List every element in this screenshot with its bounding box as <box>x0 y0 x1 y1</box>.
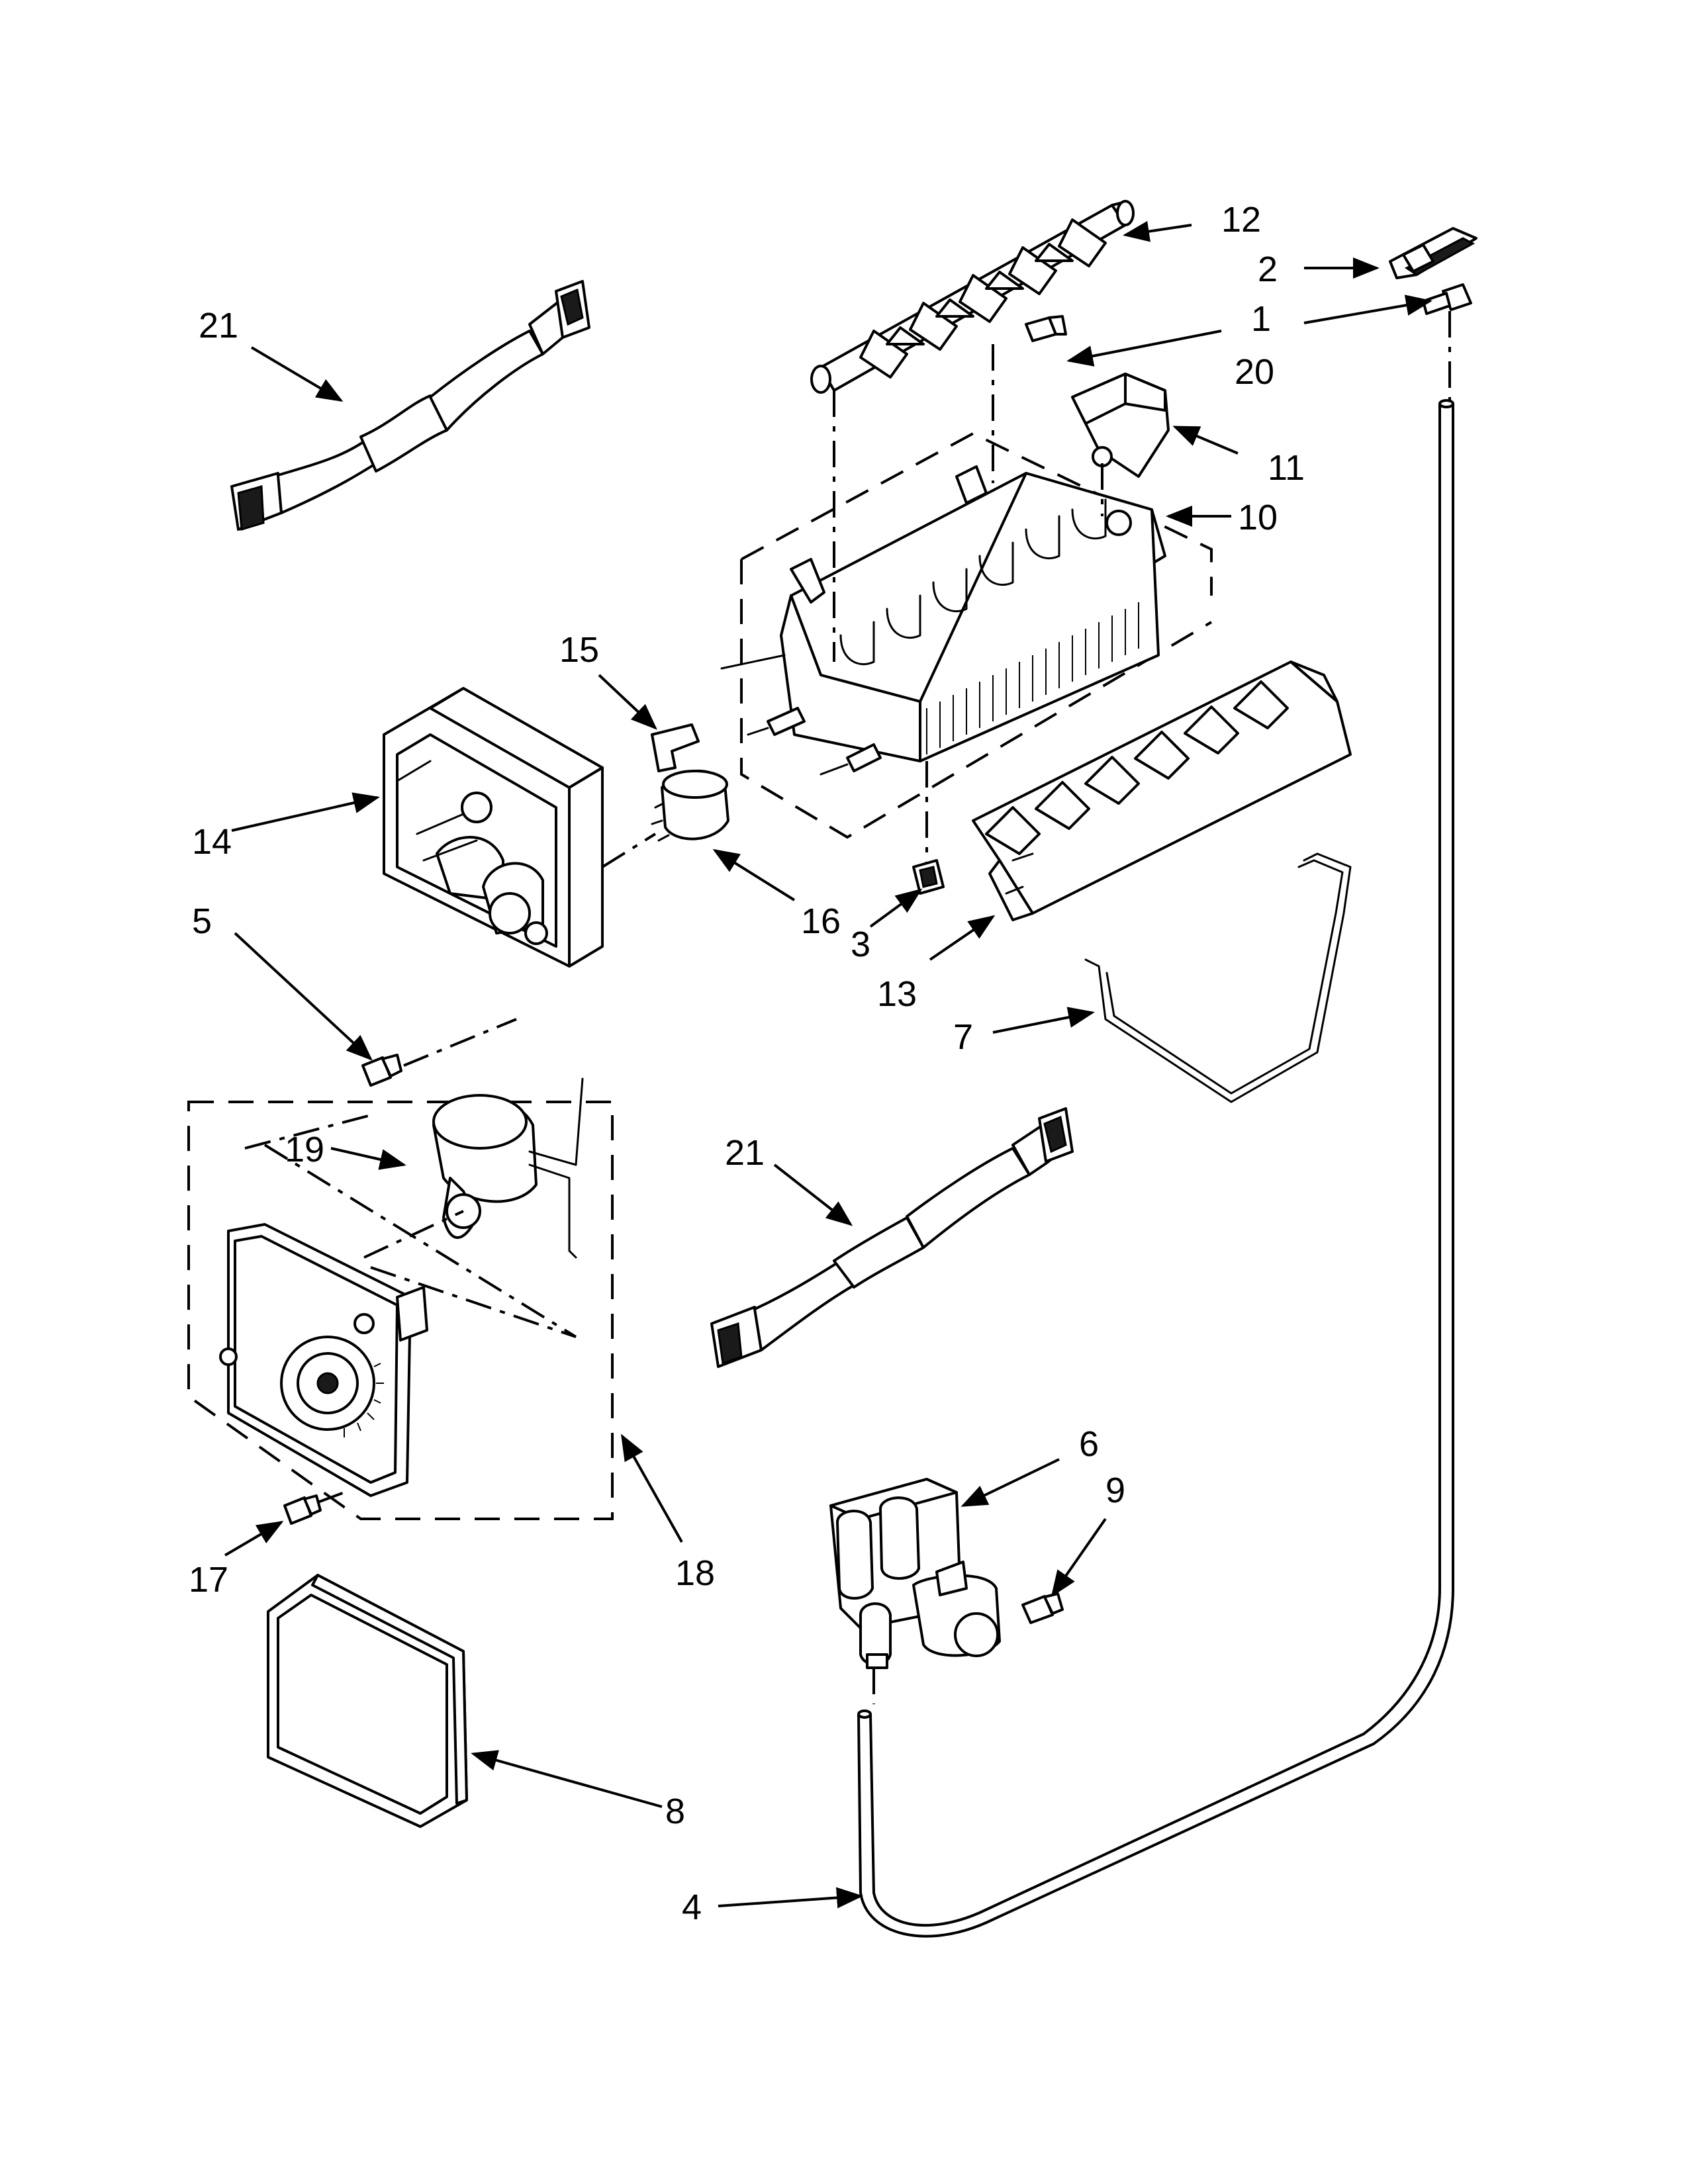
callout-3: 3 <box>851 925 870 964</box>
callout-9: 9 <box>1105 1471 1125 1510</box>
callout-5: 5 <box>192 901 212 941</box>
fill-cup-part-11 <box>1071 373 1170 478</box>
callout-8: 8 <box>665 1792 685 1831</box>
callout-4: 4 <box>682 1888 702 1927</box>
callout-21-upper: 21 <box>199 306 238 345</box>
screw-part-1 <box>1025 315 1067 342</box>
callout-14: 14 <box>192 822 232 862</box>
screw-part-17 <box>283 1494 322 1525</box>
callout-17: 17 <box>189 1560 228 1600</box>
callout-16: 16 <box>801 901 841 941</box>
callout-7: 7 <box>953 1017 973 1057</box>
mold-cavities <box>839 498 1107 666</box>
ejector-part-12 <box>810 200 1135 394</box>
clip-part-15 <box>651 723 700 772</box>
callout-10: 10 <box>1238 498 1278 537</box>
mold-fins <box>926 602 1139 754</box>
callout-13: 13 <box>877 974 917 1014</box>
cover-part-8 <box>267 1574 468 1828</box>
assembly-line <box>370 1266 577 1338</box>
assembly-line <box>403 1018 517 1067</box>
screw-part-5 <box>361 1054 402 1087</box>
assembly-line <box>363 1210 464 1259</box>
thermostat-part-16 <box>651 770 729 842</box>
callout-1: 1 <box>1251 299 1271 339</box>
callout-12: 12 <box>1221 200 1261 240</box>
clip-part-3 <box>912 859 945 895</box>
callout-11: 11 <box>1268 448 1305 488</box>
assembly-line <box>317 1491 345 1504</box>
callout-6: 6 <box>1079 1424 1099 1464</box>
assembly-line <box>263 1144 577 1338</box>
water-valve-part-6 <box>829 1478 1001 1669</box>
wire-harness-part-21-lower <box>710 1107 1074 1368</box>
assembly-line <box>601 833 657 868</box>
motor-part-19 <box>432 1077 584 1259</box>
shutoff-arm-part-7 <box>1084 852 1352 1103</box>
callout-15: 15 <box>559 630 599 670</box>
stripper-part-13 <box>972 660 1352 921</box>
callout-2: 2 <box>1258 250 1278 289</box>
bracket-part-2 <box>1389 227 1477 279</box>
screw-part-9 <box>1021 1592 1064 1624</box>
callout-labels: 12 2 1 20 11 10 21 15 14 16 3 13 5 7 19 … <box>189 200 1305 1927</box>
wire-harness-part-21-upper <box>230 280 590 531</box>
assembly-line <box>244 1114 371 1150</box>
callout-18: 18 <box>675 1553 715 1593</box>
ice-mold-part-10 <box>720 432 1213 839</box>
control-housing-part-14 <box>383 687 604 968</box>
screw-part-20 <box>1422 283 1472 315</box>
callout-19: 19 <box>285 1130 324 1169</box>
water-tube-part-4 <box>857 399 1454 1938</box>
leader-lines <box>224 220 1432 1909</box>
control-module-plate <box>219 1223 428 1497</box>
control-module-part-18 <box>187 1101 614 1520</box>
callout-20: 20 <box>1235 352 1274 392</box>
callout-21-lower: 21 <box>725 1133 765 1173</box>
